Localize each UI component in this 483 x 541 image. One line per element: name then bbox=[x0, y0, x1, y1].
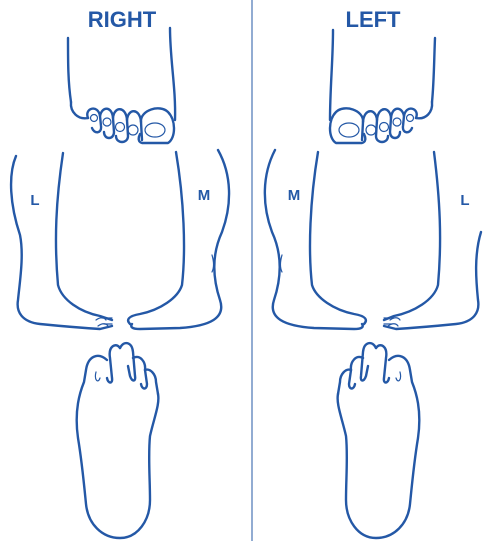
left-nail-1 bbox=[339, 123, 359, 137]
right-lateral-leg: L bbox=[11, 153, 112, 329]
right-title: RIGHT bbox=[88, 7, 157, 32]
left-nail-2 bbox=[366, 125, 376, 135]
left-nail-5 bbox=[407, 115, 414, 122]
right-foot-top-view bbox=[68, 28, 175, 143]
right-medial-leg: M bbox=[128, 150, 229, 329]
right-nail-3 bbox=[116, 123, 125, 132]
left-title: LEFT bbox=[346, 7, 402, 32]
right-label-medial: M bbox=[198, 187, 211, 204]
left-nail-4 bbox=[393, 118, 401, 126]
right-nail-2 bbox=[128, 125, 138, 135]
left-foot-group: LEFT M bbox=[265, 7, 481, 538]
right-foot-group: RIGHT L bbox=[11, 7, 229, 538]
left-foot-sole bbox=[338, 343, 420, 538]
right-label-lateral: L bbox=[30, 192, 39, 209]
left-foot-top-view bbox=[330, 30, 435, 143]
left-lateral-leg: L bbox=[384, 152, 481, 329]
left-nail-3 bbox=[380, 123, 389, 132]
left-medial-leg: M bbox=[265, 150, 366, 329]
right-nail-1 bbox=[145, 123, 165, 137]
right-nail-5 bbox=[91, 115, 98, 122]
right-foot-sole bbox=[77, 343, 159, 538]
left-label-medial: M bbox=[288, 187, 301, 204]
right-nail-4 bbox=[103, 118, 111, 126]
left-label-lateral: L bbox=[460, 192, 469, 209]
